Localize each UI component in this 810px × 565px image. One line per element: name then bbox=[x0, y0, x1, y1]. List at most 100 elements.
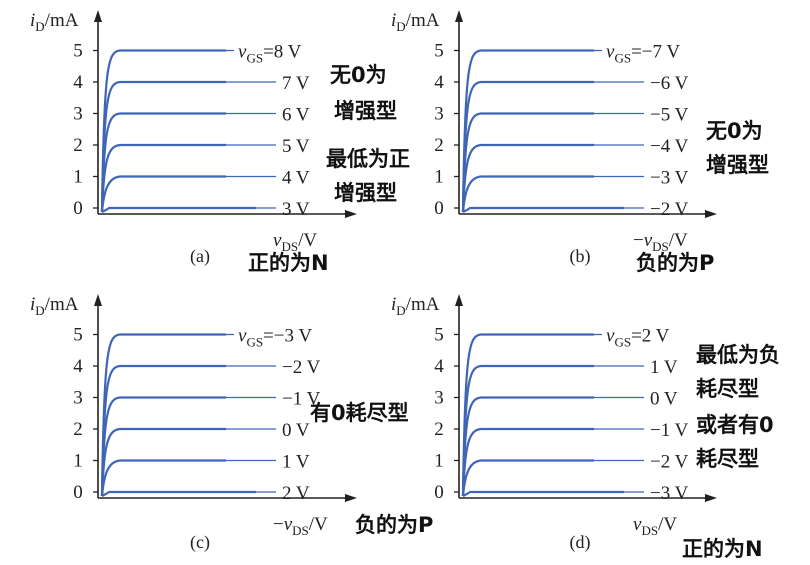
curve-label: −6 V bbox=[650, 73, 689, 94]
y-tick-label: 3 bbox=[434, 388, 444, 409]
characteristic-curve bbox=[461, 427, 594, 497]
panel-caption: (b) bbox=[570, 246, 591, 267]
curve-label: vGS=2 V bbox=[606, 326, 670, 350]
panel-caption: (d) bbox=[570, 532, 591, 553]
y-tick-label: 0 bbox=[73, 482, 83, 503]
curve-label: 5 V bbox=[282, 136, 310, 157]
annotation-note: 增强型 bbox=[706, 153, 769, 177]
y-tick-label: 0 bbox=[434, 198, 444, 219]
characteristic-curve bbox=[100, 112, 226, 213]
y-tick-label: 3 bbox=[434, 104, 444, 125]
y-tick-label: 3 bbox=[73, 388, 83, 409]
curve-label: 6 V bbox=[282, 105, 310, 126]
x-axis-arrow bbox=[705, 210, 717, 218]
characteristic-curve bbox=[461, 364, 594, 497]
x-axis-title: vDS/V bbox=[633, 514, 677, 538]
y-tick-label: 4 bbox=[434, 72, 444, 93]
curve-label: 1 V bbox=[282, 452, 310, 473]
characteristic-curve bbox=[461, 175, 594, 213]
curve-label: 7 V bbox=[282, 73, 310, 94]
curve-label: −3 V bbox=[650, 168, 689, 189]
type-note: 正的为N bbox=[682, 537, 763, 561]
type-note: 负的为P bbox=[636, 251, 714, 275]
curve-label: 0 V bbox=[282, 420, 310, 441]
characteristic-curve bbox=[101, 206, 256, 213]
characteristic-curve bbox=[462, 490, 624, 497]
type-note: 负的为P bbox=[355, 513, 433, 537]
characteristic-curve bbox=[101, 490, 256, 497]
curve-label: −5 V bbox=[650, 105, 689, 126]
characteristic-curve bbox=[462, 206, 624, 213]
characteristic-curve bbox=[100, 80, 226, 213]
panel-caption: (a) bbox=[190, 246, 210, 267]
characteristic-curve bbox=[100, 459, 226, 497]
annotation-note: 无0为 bbox=[330, 63, 387, 87]
y-axis-title: iD/mA bbox=[30, 10, 79, 34]
curve-label: 2 V bbox=[282, 483, 310, 504]
characteristic-curve bbox=[461, 396, 594, 497]
characteristic-curve bbox=[100, 143, 226, 213]
y-tick-label: 2 bbox=[434, 135, 444, 156]
curve-label: −3 V bbox=[650, 483, 689, 504]
curve-label: 3 V bbox=[282, 199, 310, 220]
annotation-note: 耗尽型 bbox=[696, 377, 759, 401]
y-axis-title: iD/mA bbox=[391, 10, 440, 34]
curve-label: 4 V bbox=[282, 168, 310, 189]
curve-label: −2 V bbox=[282, 357, 321, 378]
characteristic-curve bbox=[100, 364, 226, 497]
annotation-note: 最低为正 bbox=[326, 147, 410, 171]
y-axis-title: iD/mA bbox=[391, 294, 440, 318]
curve-label: vGS=−7 V bbox=[606, 42, 680, 66]
y-tick-label: 5 bbox=[73, 41, 83, 62]
y-tick-label: 2 bbox=[73, 135, 83, 156]
y-tick-label: 2 bbox=[73, 419, 83, 440]
characteristic-curve bbox=[100, 49, 226, 213]
annotation-note: 增强型 bbox=[334, 99, 397, 123]
characteristic-curve bbox=[461, 49, 594, 213]
y-tick-label: 4 bbox=[434, 356, 444, 377]
curve-label: −2 V bbox=[650, 452, 689, 473]
y-tick-label: 1 bbox=[73, 451, 83, 472]
panel-caption: (c) bbox=[190, 532, 210, 553]
x-axis-title: −vDS/V bbox=[273, 514, 328, 538]
annotation-note: 增强型 bbox=[334, 181, 397, 205]
annotation-note: 有0耗尽型 bbox=[310, 401, 409, 425]
y-tick-label: 0 bbox=[73, 198, 83, 219]
curve-label: −1 V bbox=[650, 420, 689, 441]
annotation-note: 最低为负 bbox=[696, 343, 780, 367]
y-tick-label: 5 bbox=[434, 41, 444, 62]
y-tick-label: 1 bbox=[73, 167, 83, 188]
x-axis-arrow bbox=[705, 494, 717, 502]
characteristic-curve bbox=[461, 459, 594, 497]
characteristic-curve bbox=[100, 396, 226, 497]
y-tick-label: 4 bbox=[73, 72, 83, 93]
type-note: 正的为N bbox=[248, 251, 329, 275]
y-tick-label: 1 bbox=[434, 167, 444, 188]
characteristic-curve bbox=[100, 333, 226, 497]
y-axis-arrow bbox=[94, 294, 102, 306]
y-axis-arrow bbox=[455, 10, 463, 22]
curve-label: 1 V bbox=[650, 357, 678, 378]
y-tick-label: 5 bbox=[73, 325, 83, 346]
characteristic-curve bbox=[461, 333, 594, 497]
curve-label: −4 V bbox=[650, 136, 689, 157]
y-tick-label: 1 bbox=[434, 451, 444, 472]
x-axis-title: −vDS/V bbox=[633, 230, 688, 254]
x-axis-arrow bbox=[345, 494, 357, 502]
curve-label: vGS=8 V bbox=[238, 42, 302, 66]
y-tick-label: 4 bbox=[73, 356, 83, 377]
characteristic-curve bbox=[461, 80, 594, 213]
curve-label: vGS=−3 V bbox=[238, 326, 312, 350]
y-tick-label: 3 bbox=[73, 104, 83, 125]
y-tick-label: 0 bbox=[434, 482, 444, 503]
characteristic-curve bbox=[100, 427, 226, 497]
y-tick-label: 2 bbox=[434, 419, 444, 440]
y-axis-title: iD/mA bbox=[30, 294, 79, 318]
y-tick-label: 5 bbox=[434, 325, 444, 346]
characteristic-curve bbox=[100, 175, 226, 213]
characteristic-curve bbox=[461, 143, 594, 213]
